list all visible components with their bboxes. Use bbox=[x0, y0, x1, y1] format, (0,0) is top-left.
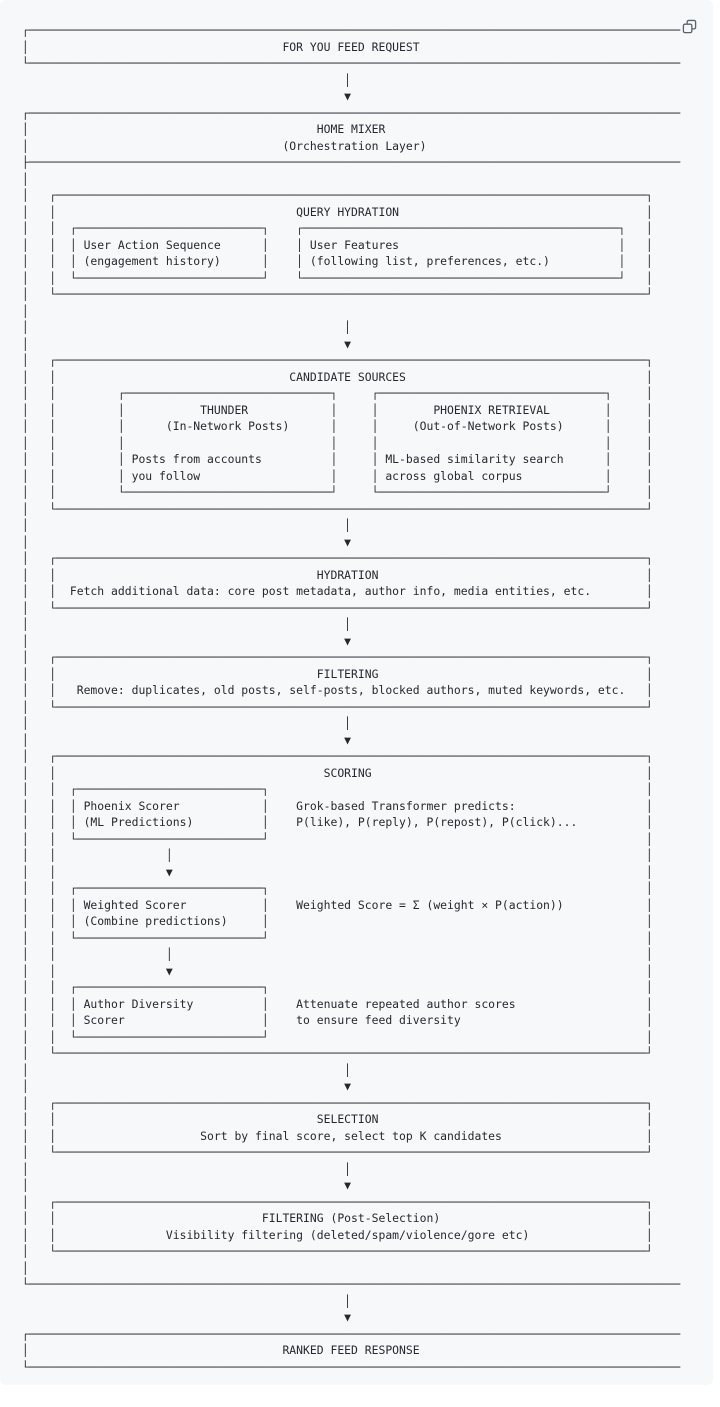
copy-button[interactable] bbox=[676, 13, 702, 39]
home-mixer-header: ┌───────────────────────────────────────… bbox=[21, 105, 681, 186]
selection-section: │ ┌─────────────────────────────────────… bbox=[21, 1095, 653, 1160]
flow-arrow: │ │ │ ▼ bbox=[21, 1062, 352, 1094]
candidate-sources-section: │ ┌─────────────────────────────────────… bbox=[21, 353, 653, 516]
flow-arrow: │ │ │ ▼ bbox=[21, 1161, 352, 1193]
for-you-feed-request-box: ┌───────────────────────────────────────… bbox=[21, 23, 681, 70]
post-selection-filtering-section: │ ┌─────────────────────────────────────… bbox=[21, 1194, 653, 1275]
flow-arrow: │ │ │ ▼ bbox=[21, 518, 352, 549]
hydration-section: │ ┌─────────────────────────────────────… bbox=[21, 551, 653, 615]
home-mixer-bottom-border: └───────────────────────────────────────… bbox=[15, 1277, 681, 1291]
copy-icon bbox=[682, 19, 697, 34]
code-block: ┌───────────────────────────────────────… bbox=[15, 13, 713, 1375]
query-hydration-section: │ ┌─────────────────────────────────────… bbox=[21, 188, 653, 301]
filtering-section: │ ┌─────────────────────────────────────… bbox=[21, 650, 653, 714]
flow-arrow: │ │ │ ▼ bbox=[21, 716, 352, 747]
ranked-feed-response-box: ┌───────────────────────────────────────… bbox=[21, 1326, 681, 1374]
flow-arrow: │ ▼ bbox=[344, 1293, 352, 1325]
ascii-flow-diagram: ┌───────────────────────────────────────… bbox=[15, 22, 713, 1375]
scoring-section: │ ┌─────────────────────────────────────… bbox=[21, 749, 653, 1060]
flow-arrow: │ │ │ │ ▼ bbox=[21, 303, 352, 351]
flow-arrow: │ ▼ bbox=[344, 72, 352, 104]
flow-arrow: │ │ │ ▼ bbox=[21, 617, 352, 648]
